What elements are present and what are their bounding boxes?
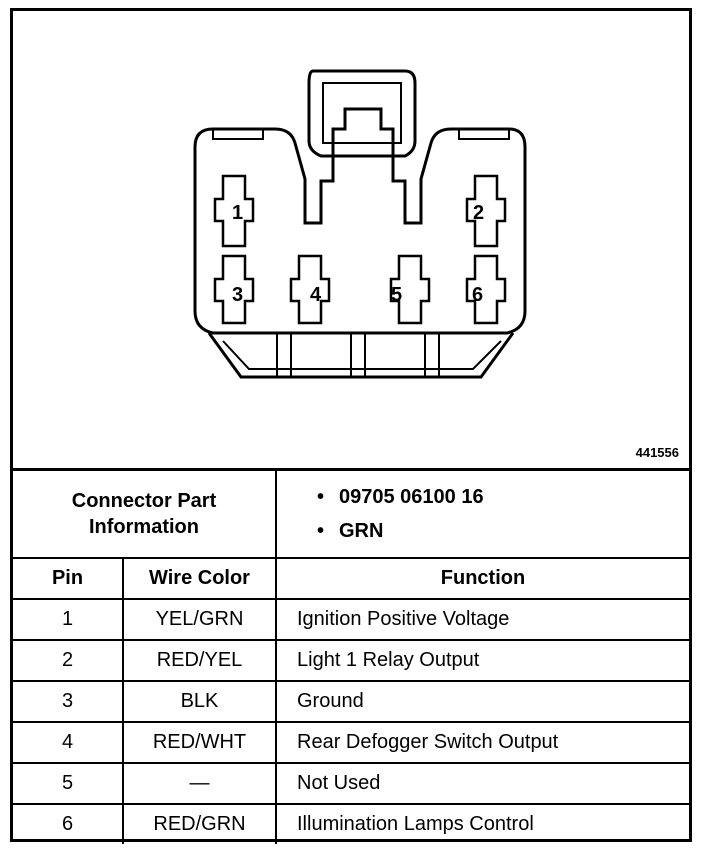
function-cell: Ground	[275, 680, 689, 723]
table-row: 2 RED/YEL Light 1 Relay Output	[13, 639, 689, 682]
connector-outline	[193, 107, 527, 335]
table-row: 5 — Not Used	[13, 762, 689, 805]
connector-info-label-line2: Information	[89, 516, 199, 538]
wire-color-cell: —	[122, 762, 277, 805]
connector-latch	[307, 69, 417, 158]
table-row: 3 BLK Ground	[13, 680, 689, 723]
pinout-table: Connector Part Information •09705 06100 …	[13, 471, 689, 844]
connector-part-number: •09705 06100 16	[317, 486, 484, 508]
pin-cavity-4	[289, 254, 331, 325]
pin-label-6: 6	[472, 284, 483, 306]
wire-color-cell: RED/GRN	[122, 803, 277, 844]
wire-color-cell: BLK	[122, 680, 277, 723]
pin-cell: 2	[13, 639, 124, 682]
pin-cell: 1	[13, 598, 124, 641]
connector-face-diagram: 1 2 3 4 5 6	[193, 69, 527, 379]
function-cell: Ignition Positive Voltage	[275, 598, 689, 641]
wire-color-cell: RED/YEL	[122, 639, 277, 682]
pin-cavity-5	[389, 254, 431, 325]
pin-label-3: 3	[232, 284, 243, 306]
function-cell: Illumination Lamps Control	[275, 803, 689, 844]
connector-skirt	[207, 332, 515, 379]
function-cell: Not Used	[275, 762, 689, 805]
connector-info-label: Connector Part Information	[13, 471, 277, 559]
pin-cavity-2	[465, 174, 507, 248]
header-wire-color: Wire Color	[122, 557, 277, 600]
pin-cell: 5	[13, 762, 124, 805]
pin-cavity-1	[213, 174, 255, 248]
table-row: 6 RED/GRN Illumination Lamps Control	[13, 803, 689, 844]
table-row: 4 RED/WHT Rear Defogger Switch Output	[13, 721, 689, 764]
header-pin: Pin	[13, 557, 124, 600]
connector-info-label-line1: Connector Part	[71, 490, 217, 512]
pin-label-5: 5	[391, 284, 402, 306]
connector-diagram-panel: 1 2 3 4 5 6 441556	[13, 11, 689, 471]
figure-id: 441556	[635, 445, 679, 460]
pin-label-2: 2	[473, 202, 484, 224]
pin-cavity-6	[465, 254, 507, 325]
connector-info-values: •09705 06100 16 •GRN	[275, 471, 689, 559]
function-cell: Rear Defogger Switch Output	[275, 721, 689, 764]
connector-sheet: 1 2 3 4 5 6 441556 Connector Part Inform…	[10, 8, 692, 844]
pin-cell: 3	[13, 680, 124, 723]
header-function: Function	[275, 557, 689, 600]
wire-color-cell: YEL/GRN	[122, 598, 277, 641]
wire-color-cell: RED/WHT	[122, 721, 277, 764]
pin-label-1: 1	[232, 202, 243, 224]
function-cell: Light 1 Relay Output	[275, 639, 689, 682]
connector-color: •GRN	[317, 520, 384, 542]
pin-label-4: 4	[310, 284, 322, 306]
connector-info-row: Connector Part Information •09705 06100 …	[13, 471, 689, 559]
table-row: 1 YEL/GRN Ignition Positive Voltage	[13, 598, 689, 641]
pin-cell: 6	[13, 803, 124, 844]
pin-cell: 4	[13, 721, 124, 764]
table-header-row: Pin Wire Color Function	[13, 557, 689, 600]
pin-cavity-3	[213, 254, 255, 325]
